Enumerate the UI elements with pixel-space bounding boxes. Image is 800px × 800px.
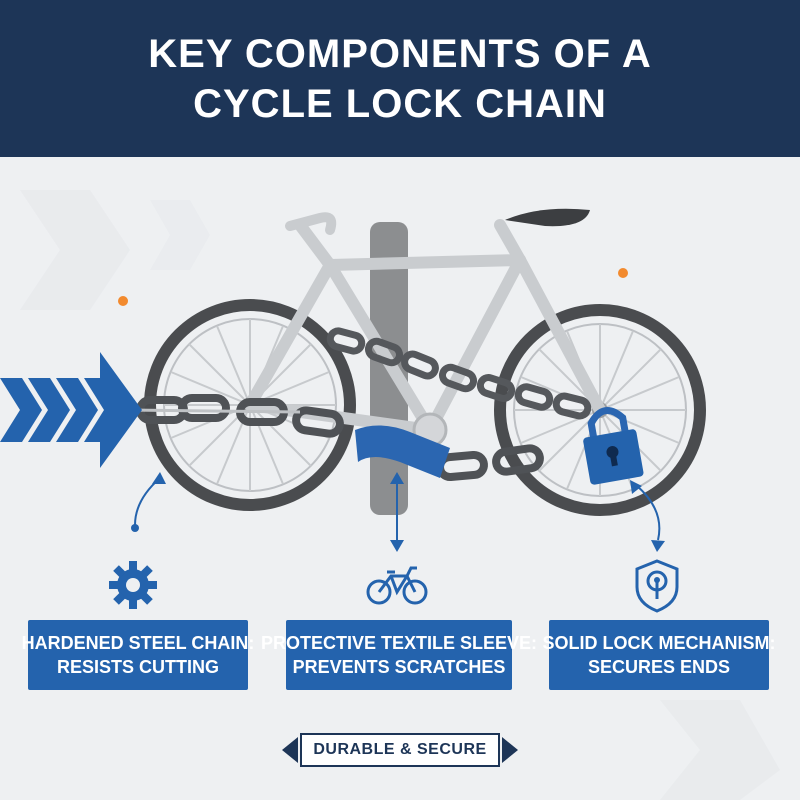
accent-dot-left (118, 296, 128, 306)
direction-arrow (0, 352, 142, 468)
component-lock-title: SOLID LOCK MECHANISM: (542, 633, 776, 653)
bike-frame (244, 219, 606, 436)
bike-lock-illustration (0, 190, 780, 800)
title-line-2: CYCLE LOCK CHAIN (193, 81, 607, 126)
component-lock-desc: SECURES ENDS (587, 657, 731, 677)
footer-badge: DURABLE & SECURE (300, 733, 500, 767)
background-decoration (20, 190, 780, 800)
footer-left-arrow-icon (282, 737, 298, 763)
component-card-sleeve: PROTECTIVE TEXTILE SLEEVE: PREVENTS SCRA… (261, 620, 537, 690)
accent-dot-right (618, 268, 628, 278)
component-chain-desc: RESISTS CUTTING (56, 657, 219, 677)
bike-seat (505, 208, 590, 227)
footer-right-arrow-icon (502, 737, 518, 763)
gear-icon (109, 561, 157, 609)
title-line-1: KEY COMPONENTS OF A (148, 31, 652, 76)
component-card-chain: HARDENED STEEL CHAIN: RESISTS CUTTING (22, 620, 254, 690)
padlock (583, 407, 644, 485)
steel-chain-upper (326, 327, 592, 420)
title-banner: KEY COMPONENTS OF A CYCLE LOCK CHAIN (0, 0, 800, 157)
shield-lock-icon (635, 559, 679, 613)
bicycle-icon (366, 566, 428, 605)
footer-label: DURABLE & SECURE (313, 741, 487, 758)
component-chain-title: HARDENED STEEL CHAIN: (21, 633, 255, 653)
textile-sleeve (355, 425, 450, 478)
component-sleeve-title: PROTECTIVE TEXTILE SLEEVE: (260, 633, 538, 653)
handlebar (285, 212, 337, 235)
callout-arrow-lock (635, 484, 661, 541)
callout-arrow-chain (134, 477, 161, 526)
component-card-lock: SOLID LOCK MECHANISM: SECURES ENDS (543, 620, 776, 690)
component-sleeve-desc: PREVENTS SCRATCHES (292, 657, 506, 677)
